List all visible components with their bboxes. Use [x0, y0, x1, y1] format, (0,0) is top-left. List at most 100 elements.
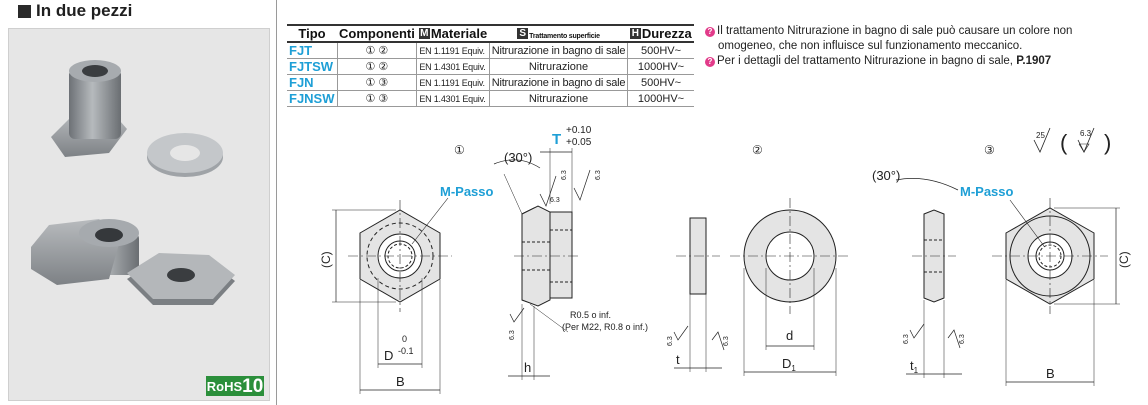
col-tipo: Tipo [287, 24, 337, 43]
note-bulb-icon: ? [705, 57, 715, 67]
table-row: FJN ① ③ EN 1.1191 Equiv. Nitrurazione in… [287, 74, 694, 91]
product-photo [8, 28, 270, 401]
left-panel: In due pezzi [0, 0, 277, 405]
roughness-symbol-group [1033, 127, 1095, 153]
washer-image [147, 133, 223, 177]
rough-63-c: 6.3 [550, 197, 560, 204]
table-row: FJNSW ① ③ EN 1.4301 Equiv. Nitrurazione … [287, 90, 694, 107]
trattamento-badge: S [517, 28, 529, 40]
note-1-text: Il trattamento Nitrurazione in bagno di … [717, 25, 1073, 37]
rough-63-a: 6.3 [561, 170, 568, 180]
materiale-badge: M [418, 28, 430, 40]
d-label: D [384, 348, 393, 363]
trattamento-label: Trattamento superficie [529, 33, 600, 40]
rough-63-top: 6.3 [1080, 129, 1092, 138]
part3-label: ③ [984, 143, 995, 157]
cell-componenti: ① ② [336, 58, 417, 75]
hex-nut-image [31, 219, 139, 285]
materiale-label: Materiale [430, 26, 488, 41]
nut-collar-image [51, 60, 127, 157]
c-label-1: (C) [319, 251, 333, 268]
note-bulb-icon: ? [705, 27, 715, 37]
angle-label-2: (30°) [872, 168, 900, 183]
cell-trattamento: Nitrurazione in bagno di sale [488, 42, 628, 59]
part2-side-view [673, 217, 725, 372]
durezza-badge: H [629, 28, 641, 40]
part2-label: ② [752, 143, 763, 157]
t-tol-lower: +0.05 [566, 137, 592, 148]
cell-durezza: 1000HV~ [627, 58, 694, 75]
d-small-label: d [786, 328, 793, 343]
rough-63-d: 6.3 [509, 330, 516, 340]
note-1: ?Il trattamento Nitrurazione in bagno di… [705, 24, 1072, 39]
cell-materiale: EN 1.1191 Equiv. [416, 42, 490, 59]
d-tol-upper: 0 [402, 334, 407, 344]
col-componenti: Componenti [337, 24, 417, 43]
b-label-1: B [396, 374, 405, 389]
technical-drawing: ① ② ③ T +0.10 +0.05 (30°) (30°) M-Passo … [319, 125, 1131, 394]
cell-tipo: FJT [287, 42, 337, 59]
rough-63-h: 6.3 [959, 334, 966, 344]
cell-durezza: 500HV~ [627, 42, 694, 59]
cell-tipo: FJNSW [287, 90, 337, 107]
cell-materiale: EN 1.1191 Equiv. [416, 74, 490, 91]
table-row: FJT ① ② EN 1.1191 Equiv. Nitrurazione in… [287, 42, 694, 59]
rough-63-g: 6.3 [903, 334, 910, 344]
cell-componenti: ① ③ [336, 74, 417, 91]
note-1-continued: omogeneo, che non influisce sul funziona… [718, 40, 1023, 52]
rohs-badge: RoHS10 [206, 376, 264, 397]
rough-63-f: 6.3 [723, 336, 730, 346]
cell-componenti: ① ② [336, 42, 417, 59]
cell-durezza: 1000HV~ [627, 90, 694, 107]
part1-side-view [493, 148, 591, 380]
part1-label: ① [454, 143, 465, 157]
note-2-page-link[interactable]: P.1907 [1016, 55, 1052, 67]
table-row: FJTSW ① ② EN 1.4301 Equiv. Nitrurazione … [287, 58, 694, 75]
paren-open: ( [1060, 130, 1068, 155]
cell-tipo: FJTSW [287, 58, 337, 75]
cell-durezza: 500HV~ [627, 74, 694, 91]
h-label: h [524, 360, 531, 375]
cell-trattamento: Nitrurazione [488, 90, 628, 107]
note-2-text: Per i dettagli del trattamento Nitrurazi… [717, 55, 1013, 67]
rohs-value: 10 [242, 376, 264, 397]
cell-trattamento: Nitrurazione [488, 58, 628, 75]
note-2: ?Per i dettagli del trattamento Nitruraz… [705, 54, 1072, 69]
flat-nut-image [127, 253, 235, 305]
part1-front-view [332, 197, 452, 394]
cell-materiale: EN 1.4301 Equiv. [416, 90, 490, 107]
part2-front-view [730, 198, 850, 376]
cell-materiale: EN 1.4301 Equiv. [416, 58, 490, 75]
durezza-label: Durezza [641, 26, 692, 41]
angle-label-1: (30°) [504, 150, 532, 165]
section-square-icon [18, 5, 31, 18]
r-note-2: (Per M22, R0.8 o inf.) [562, 322, 648, 332]
c-label-2: (C) [1117, 251, 1131, 268]
cell-componenti: ① ③ [336, 90, 417, 107]
rough-63-e: 6.3 [667, 336, 674, 346]
t-small-label: t [676, 352, 680, 367]
cell-trattamento: Nitrurazione in bagno di sale [488, 74, 628, 91]
rohs-label: RoHS [206, 379, 243, 394]
t-tol-upper: +0.10 [566, 125, 592, 136]
section-header: In due pezzi [0, 0, 276, 20]
m-passo-label-1: M-Passo [440, 184, 494, 199]
m-passo-label-2: M-Passo [960, 184, 1014, 199]
section-title: In due pezzi [36, 1, 133, 20]
t1-label: t1 [910, 358, 919, 375]
product-photo-svg [31, 60, 235, 305]
rough-63-b: 6.3 [595, 170, 602, 180]
paren-close: ) [1104, 130, 1111, 155]
d-tol-lower: -0.1 [398, 346, 414, 356]
notes: ?Il trattamento Nitrurazione in bagno di… [705, 24, 1072, 69]
part3-side-view [895, 178, 962, 378]
d1-label: D1 [782, 356, 796, 373]
rough-25: 25 [1036, 131, 1045, 140]
part3-front-view [992, 198, 1120, 386]
t-label: T [552, 131, 561, 148]
